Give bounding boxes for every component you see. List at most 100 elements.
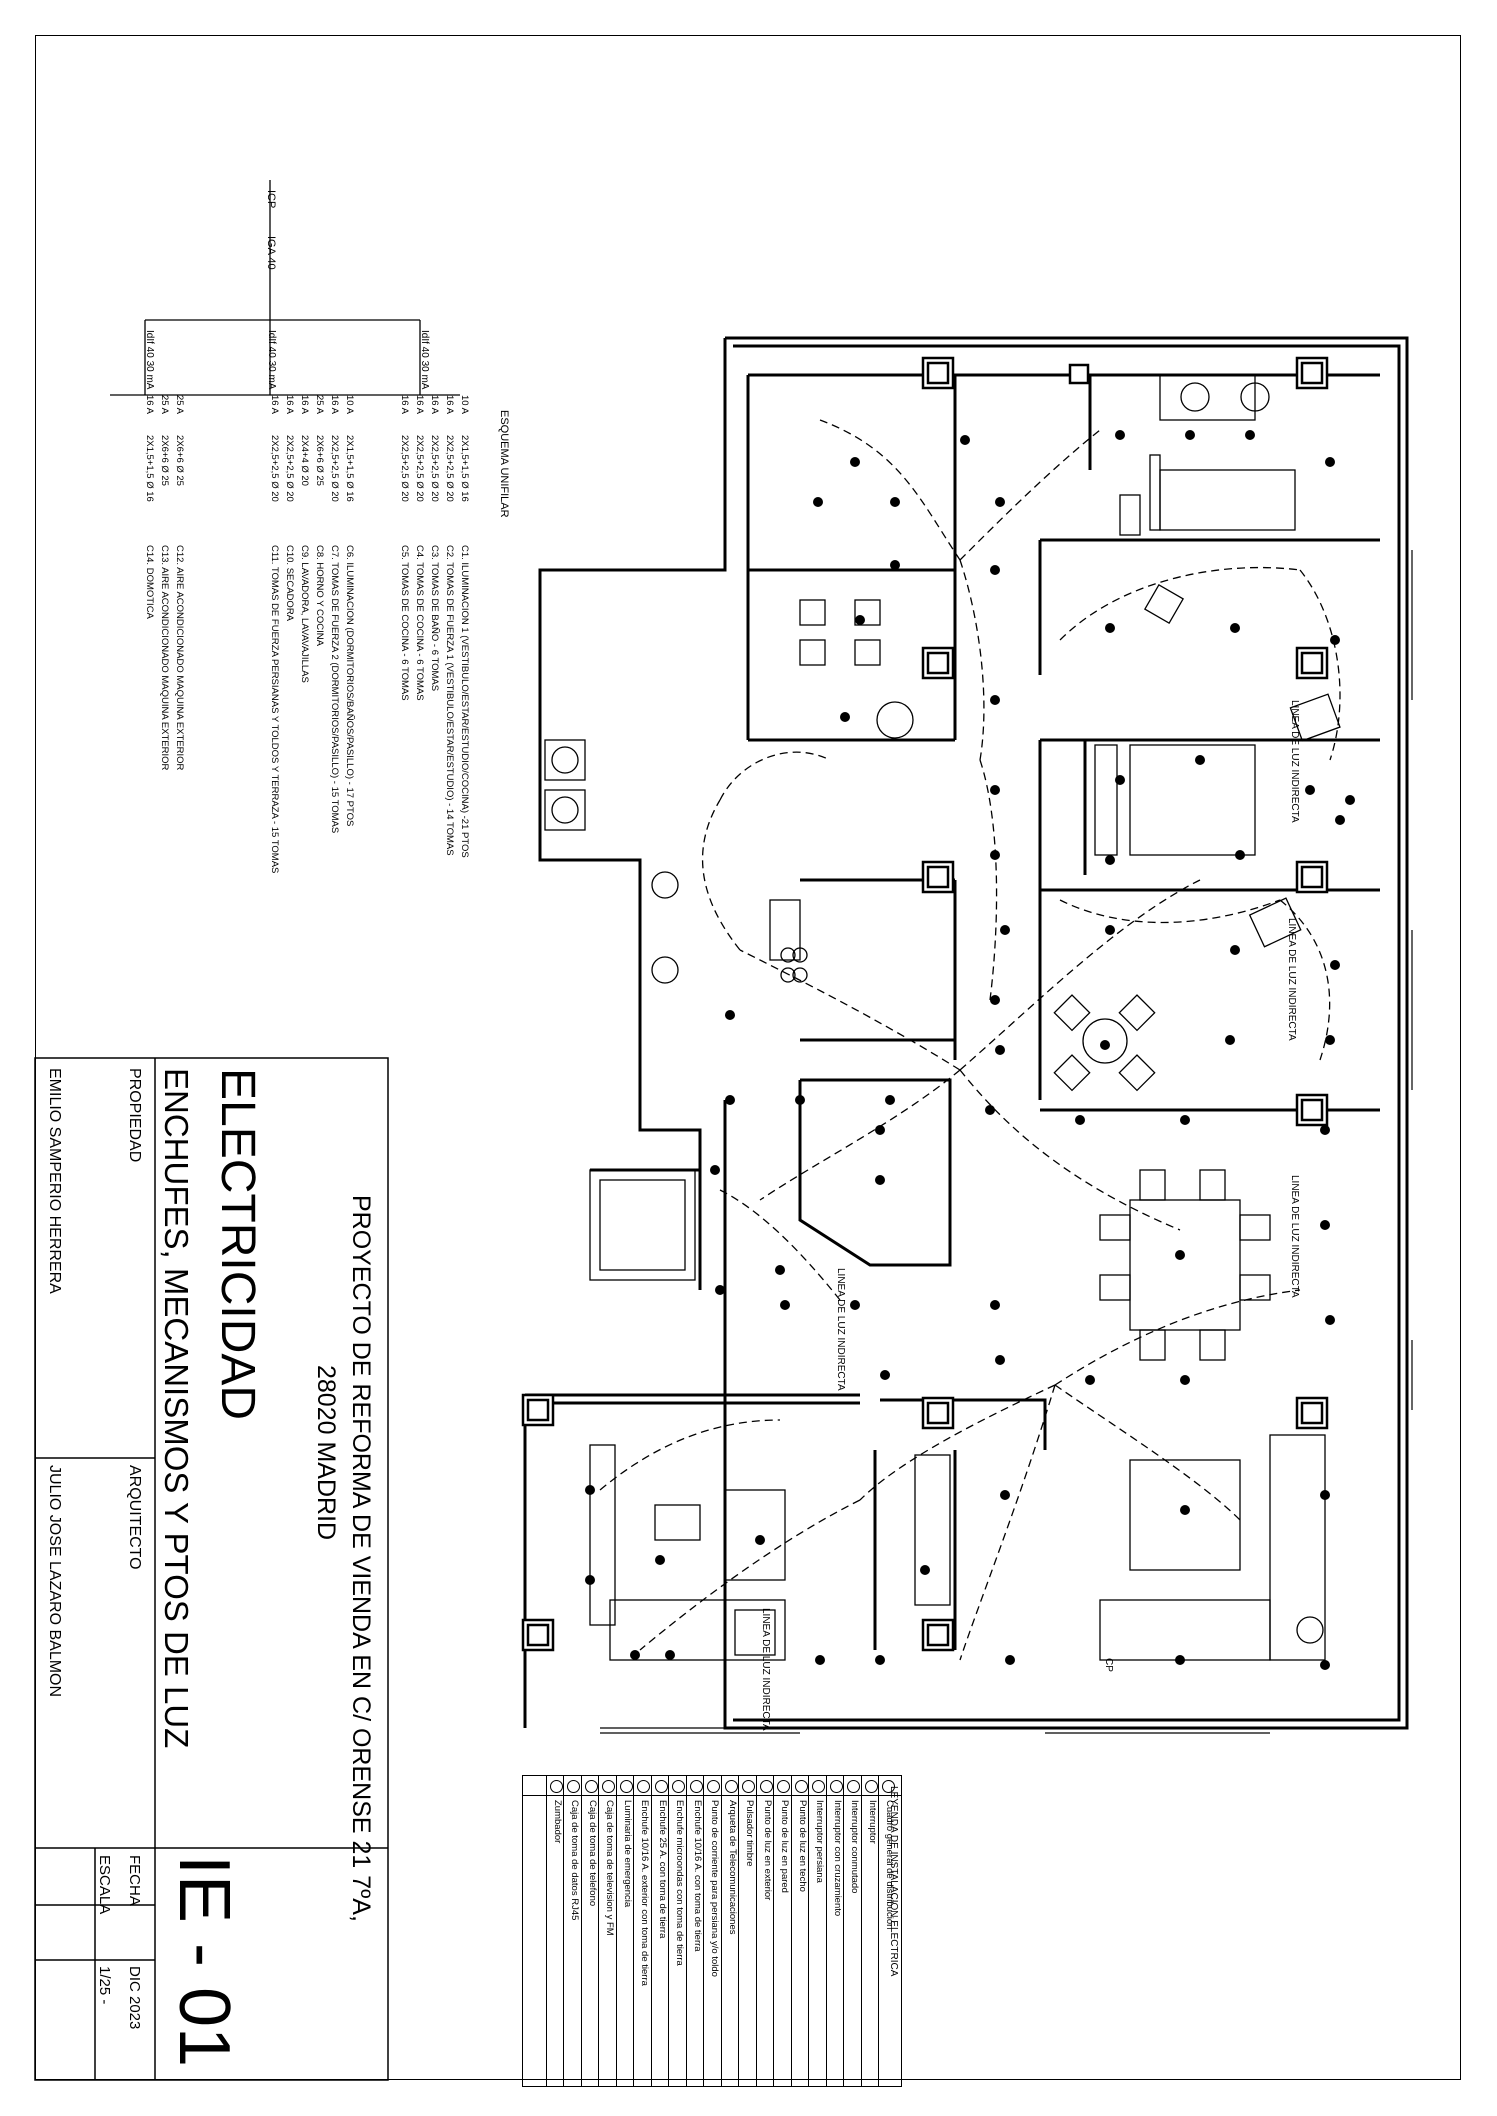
- architect-label: ARQUITECTO: [126, 1465, 143, 1570]
- legend-symbol-icon: [847, 1780, 860, 1793]
- legend-symbol-icon: [584, 1780, 598, 1793]
- scale-value: 1/25 -: [96, 1966, 113, 2005]
- legend-row-divider: [738, 1776, 739, 2086]
- legend-row-divider: [545, 1776, 547, 2086]
- legend-symbol-icon: [882, 1780, 895, 1793]
- light-point-icon: [995, 497, 1005, 507]
- light-point-icon: [840, 712, 850, 722]
- light-point-icon: [1180, 1505, 1190, 1515]
- light-point-icon: [850, 1300, 860, 1310]
- legend-symbol-column-divider: [523, 1795, 901, 1796]
- light-point-icon: [1100, 1040, 1110, 1050]
- owner-label: PROPIEDAD: [126, 1068, 143, 1163]
- legend-symbol-icon: [742, 1780, 755, 1793]
- legend-row-divider: [860, 1776, 862, 2086]
- light-point-icon: [1105, 855, 1115, 865]
- light-point-icon: [1195, 755, 1205, 765]
- light-point-icon: [710, 1165, 720, 1175]
- light-point-icon: [1175, 1250, 1185, 1260]
- legend-row-divider: [755, 1776, 757, 2086]
- light-point-icon: [960, 435, 970, 445]
- light-point-icon: [890, 497, 900, 507]
- light-point-icon: [1335, 815, 1345, 825]
- light-point-icon: [1305, 785, 1315, 795]
- legend-symbol-icon: [567, 1780, 580, 1793]
- legend-row-divider: [668, 1776, 669, 2086]
- light-points: [585, 430, 1355, 1670]
- light-point-icon: [815, 1655, 825, 1665]
- legend-symbol-icon: [654, 1780, 668, 1793]
- legend-row-divider: [825, 1776, 827, 2086]
- light-point-icon: [630, 1650, 640, 1660]
- project-title-line1: PROYECTO DE REFORMA DE VIENDA EN C/ OREN…: [347, 1195, 375, 1922]
- light-point-icon: [890, 560, 900, 570]
- light-point-icon: [1230, 623, 1240, 633]
- legend-symbol-icon: [637, 1780, 650, 1793]
- legend-row-divider: [633, 1776, 634, 2086]
- legend-row-divider: [878, 1776, 879, 2086]
- light-point-icon: [780, 1300, 790, 1310]
- wiring-routes: [599, 419, 1341, 1661]
- light-point-icon: [795, 1095, 805, 1105]
- scale-label: ESCALA: [96, 1855, 113, 1915]
- light-point-icon: [1345, 795, 1355, 805]
- light-point-icon: [875, 1175, 885, 1185]
- legend-row-divider: [580, 1776, 582, 2086]
- sheet-number: IE - 01: [164, 1855, 244, 2068]
- project-title-line2: 28020 MADRID: [312, 1365, 340, 1541]
- legend-symbol-icon: [707, 1780, 720, 1793]
- light-point-icon: [1320, 1490, 1330, 1500]
- light-point-icon: [995, 1045, 1005, 1055]
- light-point-icon: [1330, 960, 1340, 970]
- light-point-icon: [585, 1485, 595, 1495]
- legend-row-divider: [615, 1776, 617, 2086]
- light-point-icon: [1075, 1115, 1085, 1125]
- light-point-icon: [655, 1555, 665, 1565]
- light-point-icon: [885, 1095, 895, 1105]
- light-point-icon: [725, 1095, 735, 1105]
- legend-symbol-icon: [812, 1780, 825, 1793]
- light-point-icon: [985, 1105, 995, 1115]
- legend-row-divider: [808, 1776, 809, 2086]
- legend-symbol-icon: [829, 1780, 843, 1793]
- light-point-icon: [1230, 945, 1240, 955]
- interior-walls: [590, 373, 1380, 1650]
- structural-columns: [521, 356, 1329, 1652]
- light-point-icon: [855, 615, 865, 625]
- light-point-icon: [1115, 430, 1125, 440]
- light-point-icon: [990, 1300, 1000, 1310]
- light-point-icon: [990, 695, 1000, 705]
- light-point-icon: [1000, 1490, 1010, 1500]
- date-value: DIC 2023: [126, 1966, 143, 2030]
- light-point-icon: [1105, 623, 1115, 633]
- light-point-icon: [995, 1355, 1005, 1365]
- light-point-icon: [1225, 1035, 1235, 1045]
- light-point-icon: [1320, 1220, 1330, 1230]
- light-point-icon: [1115, 775, 1125, 785]
- light-point-icon: [1325, 1315, 1335, 1325]
- date-label: FECHA: [126, 1855, 143, 1906]
- light-point-icon: [1320, 1125, 1330, 1135]
- legend-row-divider: [843, 1776, 844, 2086]
- legend-row-divider: [563, 1776, 564, 2086]
- light-point-icon: [1175, 1655, 1185, 1665]
- light-point-icon: [1185, 430, 1195, 440]
- legend-row-divider: [703, 1776, 704, 2086]
- light-point-icon: [1105, 925, 1115, 935]
- light-point-icon: [920, 1565, 930, 1575]
- legend-symbol-icon: [602, 1780, 615, 1793]
- light-point-icon: [1330, 635, 1340, 645]
- legend-symbol-icon: [549, 1780, 563, 1793]
- light-point-icon: [665, 1650, 675, 1660]
- owner-name: EMILIO SAMPERIO HERRERA: [46, 1068, 63, 1294]
- light-point-icon: [725, 1010, 735, 1020]
- light-point-icon: [813, 497, 823, 507]
- legend-symbol-icon: [759, 1780, 773, 1793]
- light-point-icon: [990, 565, 1000, 575]
- drawing-subtitle: ENCHUFES, MECANISMOS Y PTOS DE LUZ: [158, 1068, 195, 1749]
- light-point-icon: [875, 1125, 885, 1135]
- light-point-icon: [755, 1535, 765, 1545]
- light-point-icon: [1235, 850, 1245, 860]
